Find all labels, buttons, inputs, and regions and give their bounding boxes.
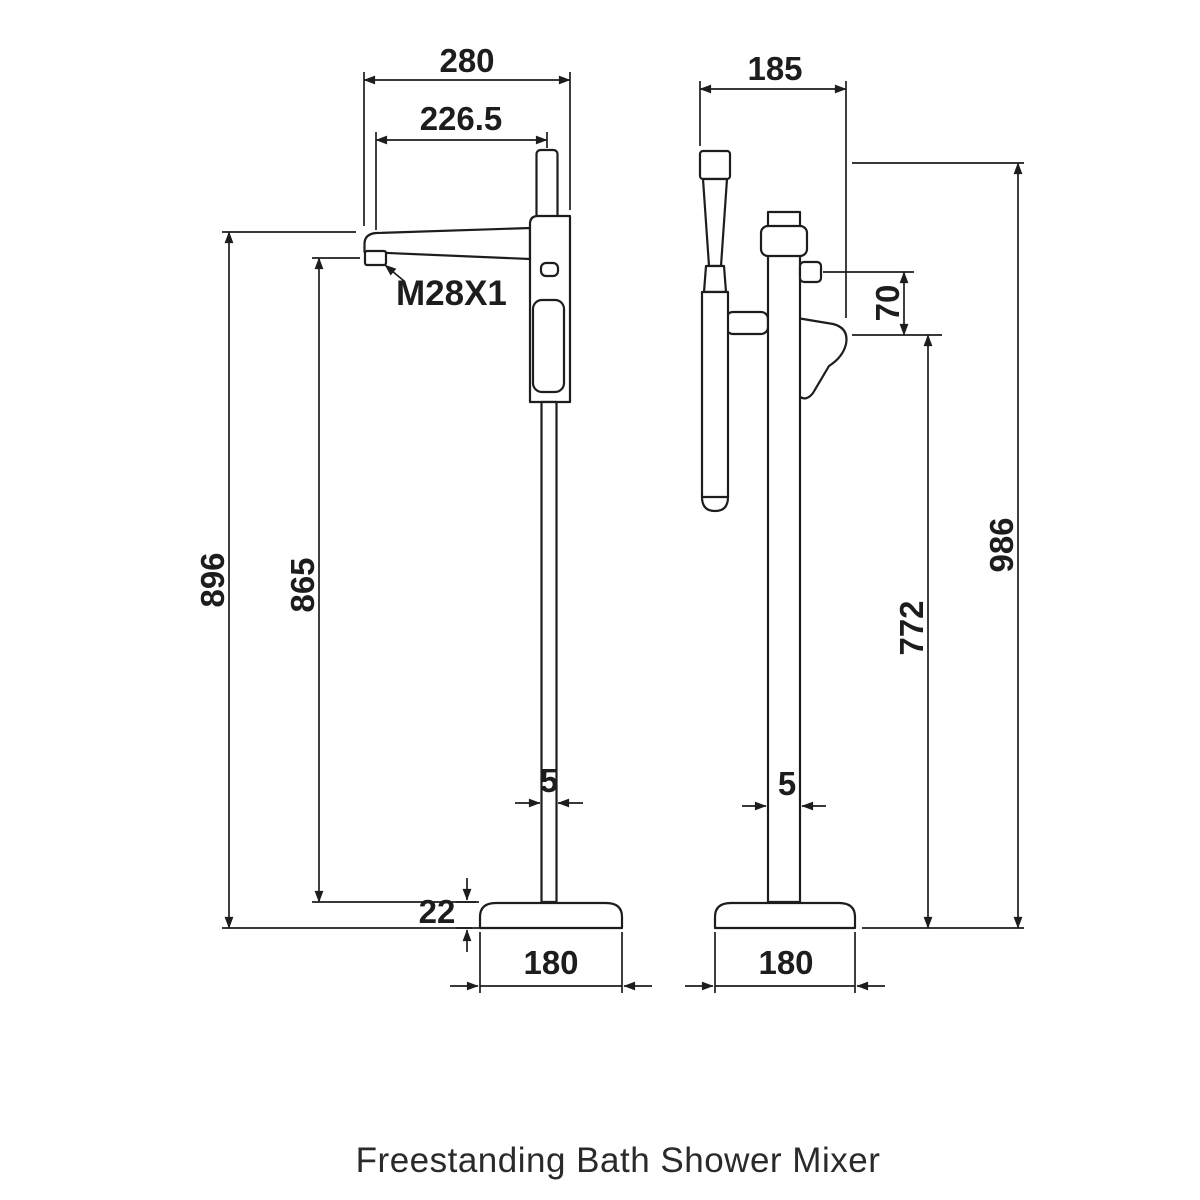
diverter-knob <box>798 260 823 284</box>
dim-front-overall-width: 280 <box>363 42 571 226</box>
shower-hose <box>700 290 730 499</box>
handshower-in-holder <box>535 148 559 222</box>
front-overall-height-value: 896 <box>194 552 231 607</box>
hose-end <box>700 495 730 513</box>
side-base-diameter-value: 180 <box>758 944 813 981</box>
spout <box>363 226 532 261</box>
handshower-grip <box>701 177 729 268</box>
side-column-width-value: 5 <box>778 765 796 802</box>
spout-nozzle <box>363 249 388 267</box>
dim-front-base-thickness: 22 <box>419 878 479 952</box>
diverter-button <box>539 261 560 278</box>
handle-front <box>531 298 566 394</box>
label-spout-thread: M28X1 <box>384 264 507 313</box>
spout-thread-value: M28X1 <box>396 274 507 313</box>
spout-end <box>759 224 809 258</box>
handset-holder-arm <box>724 310 770 336</box>
lever-handle <box>793 316 848 400</box>
dim-side-overall-depth: 185 <box>699 50 847 318</box>
front-view-dimensions: 280 226.5 896 865 M28X1 5 <box>194 42 652 993</box>
base-plate <box>478 901 624 930</box>
dim-side-overall-height: 986 <box>852 162 1024 929</box>
dim-front-column-width: 5 <box>515 762 583 808</box>
dim-front-spout-height: 865 <box>284 257 476 903</box>
dim-side-spout-to-handle: 70 <box>823 271 942 336</box>
drawing-caption: Freestanding Bath Shower Mixer <box>356 1141 881 1180</box>
dim-front-base-diameter: 180 <box>450 932 652 993</box>
front-column-width-value: 5 <box>540 762 558 799</box>
front-overall-width-value: 280 <box>439 42 494 79</box>
front-base-thickness-value: 22 <box>419 893 456 930</box>
front-spout-reach-value: 226.5 <box>420 100 503 137</box>
dim-front-overall-height: 896 <box>194 231 472 929</box>
front-base-diameter-value: 180 <box>523 944 578 981</box>
side-spout-to-handle-value: 70 <box>869 285 906 322</box>
side-view-dimensions: 185 70 986 772 5 <box>685 50 1024 993</box>
dim-side-handle-height: 772 <box>893 334 933 929</box>
side-overall-depth-value: 185 <box>747 50 802 87</box>
handshower-head <box>698 149 732 181</box>
base-plate <box>713 901 857 930</box>
side-view-fixture <box>698 149 857 930</box>
dim-side-base-diameter: 180 <box>685 932 885 993</box>
riser-column <box>766 210 802 904</box>
side-overall-height-value: 986 <box>983 517 1020 572</box>
dim-front-spout-reach: 226.5 <box>375 100 548 230</box>
front-spout-height-value: 865 <box>284 557 321 612</box>
dim-side-column-width: 5 <box>742 765 826 811</box>
riser-column <box>540 400 558 904</box>
side-handle-height-value: 772 <box>893 600 930 655</box>
front-view-fixture <box>363 148 624 930</box>
hose-connector <box>702 264 728 294</box>
